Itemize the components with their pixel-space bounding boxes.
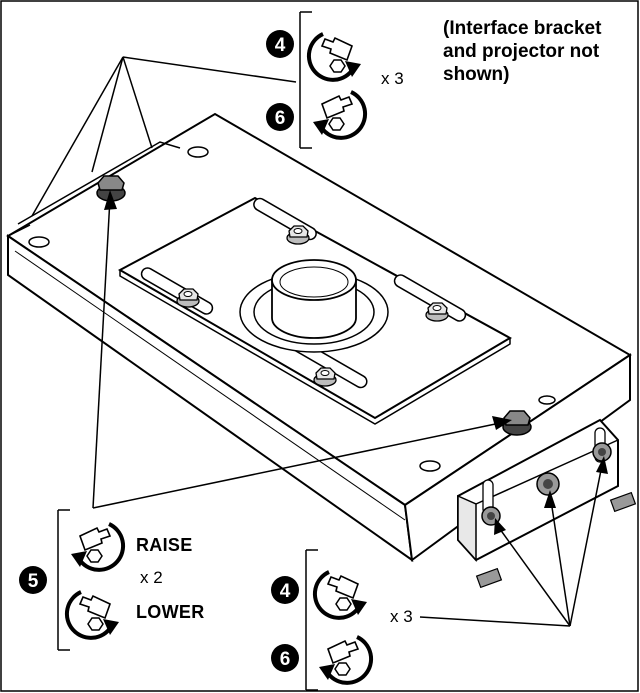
step-badge-icon [271, 644, 299, 672]
note-line: shown) [443, 64, 510, 85]
leader-lines [31, 56, 604, 627]
multiplier-bottom: x 3 [390, 607, 413, 626]
step-number: 4 [275, 35, 286, 56]
lower-label: LOWER [136, 602, 205, 622]
adapter-plate [117, 196, 513, 425]
step-badge-icon [266, 30, 294, 58]
step-badge-icon [19, 566, 47, 594]
multiplier-top: x 3 [381, 69, 404, 88]
callout-tighten-loosen-top [266, 11, 378, 149]
step-badge-icon [271, 576, 299, 604]
callout-raise-lower [19, 509, 128, 651]
note-text: (Interface bracket and projector not sho… [443, 17, 640, 86]
step-number: 5 [28, 571, 39, 592]
step-number: 6 [275, 108, 286, 129]
raise-label: RAISE [136, 535, 193, 555]
step-number: 4 [280, 581, 291, 602]
multiplier-raise-lower: x 2 [140, 568, 163, 587]
note-line: (Interface bracket [443, 18, 602, 39]
note-line: and projector not [443, 41, 600, 62]
callout-tighten-loosen-bottom [271, 549, 385, 691]
step-number: 6 [280, 649, 291, 670]
step-badge-icon [266, 103, 294, 131]
